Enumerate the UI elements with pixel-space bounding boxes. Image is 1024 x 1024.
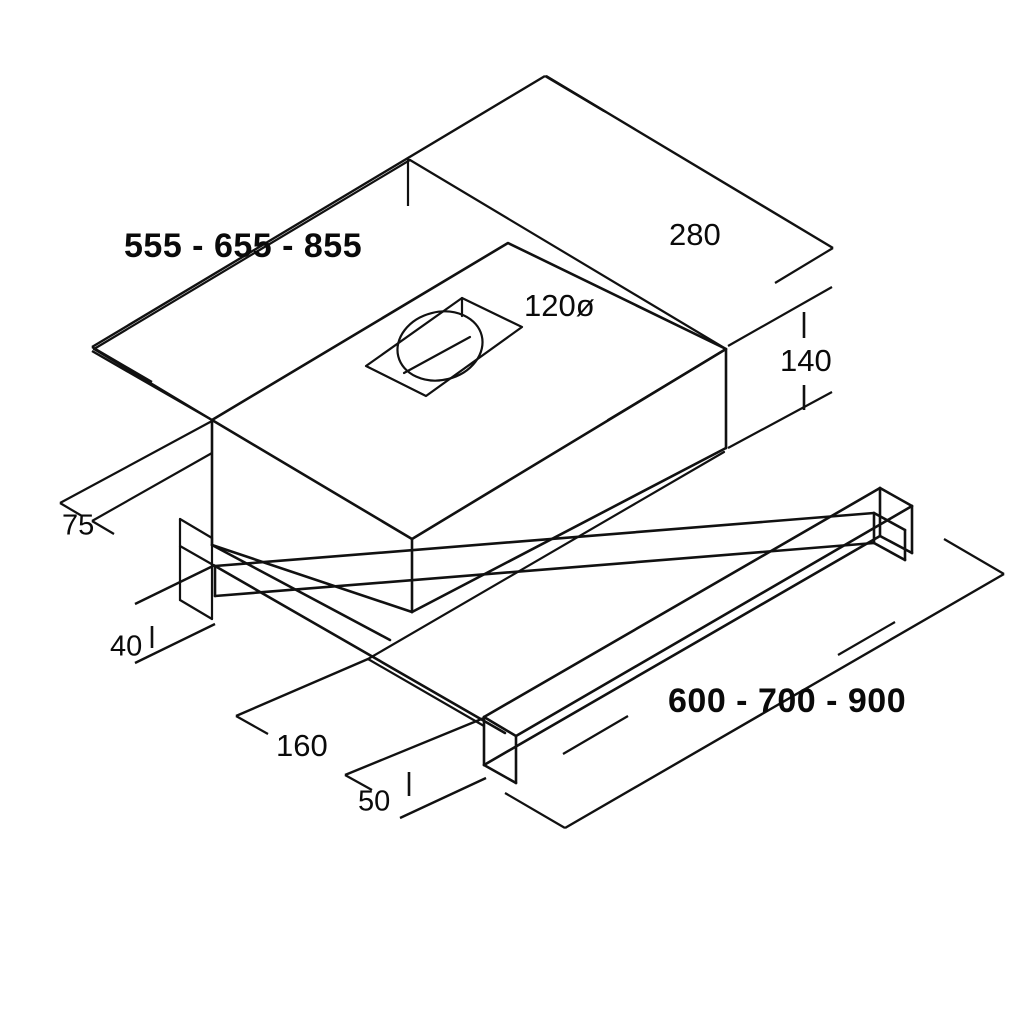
ext-line-height-top (727, 286, 833, 347)
front-handle-rail (482, 486, 914, 785)
ext-line-width-left (91, 346, 153, 383)
ext-line-depth-b (774, 247, 834, 284)
label-rear-offset: 75 (62, 510, 94, 542)
dim-line-40-top (134, 563, 216, 606)
label-slide-thickness: 50 (358, 786, 390, 818)
ext-line-75-tick2 (59, 502, 83, 517)
left-side-bracket (178, 517, 217, 621)
ext-line-overall-mid (837, 621, 896, 656)
ext-line-75-b (91, 452, 213, 522)
ext-line-75-tick (91, 520, 115, 535)
ext-line-75-a (59, 420, 213, 504)
label-vent-diameter: 120ø (524, 288, 595, 323)
ext-line-160-b (344, 774, 373, 791)
base-reference-plane (366, 450, 726, 728)
label-front-lip: 40 (110, 631, 142, 663)
label-width-options: 555 - 655 - 855 (124, 227, 362, 265)
dimension-depth-top (545, 74, 834, 284)
ext-line-depth-a (545, 75, 607, 113)
ext-line-overall-tick (562, 715, 629, 755)
dimension-slide-thickness (399, 772, 487, 820)
ext-line-overall-left (504, 792, 566, 829)
vent-center-line (402, 335, 472, 375)
label-slide-depth: 160 (276, 728, 328, 763)
dim-line-50-bottom (399, 776, 487, 820)
dim-line-75-upper (91, 349, 213, 422)
dim-line-160-upper (235, 657, 369, 718)
ext-line-160-a (235, 715, 269, 735)
dim-line-160-lower (344, 716, 485, 777)
vent-collar-plate (364, 296, 524, 398)
dim-line-width (91, 74, 546, 349)
dimension-overall-width (504, 538, 1005, 830)
dimension-front-lip (134, 563, 216, 665)
label-overall-width: 600 - 700 - 900 (668, 682, 906, 720)
dimension-body-height (727, 286, 833, 449)
vent-outlet-group (364, 296, 524, 398)
ext-line-overall-right (943, 538, 1005, 575)
dim-line-overall (564, 572, 1005, 830)
label-body-height: 140 (780, 343, 832, 378)
label-depth-top: 280 (669, 217, 721, 252)
hood-main-body (210, 241, 728, 642)
dim-line-40-bottom (134, 622, 216, 665)
dimension-rear-offset (59, 349, 213, 535)
dimension-slide-depth (235, 657, 485, 791)
vent-circle-icon (396, 310, 484, 382)
ext-line-height-bottom (727, 391, 833, 449)
